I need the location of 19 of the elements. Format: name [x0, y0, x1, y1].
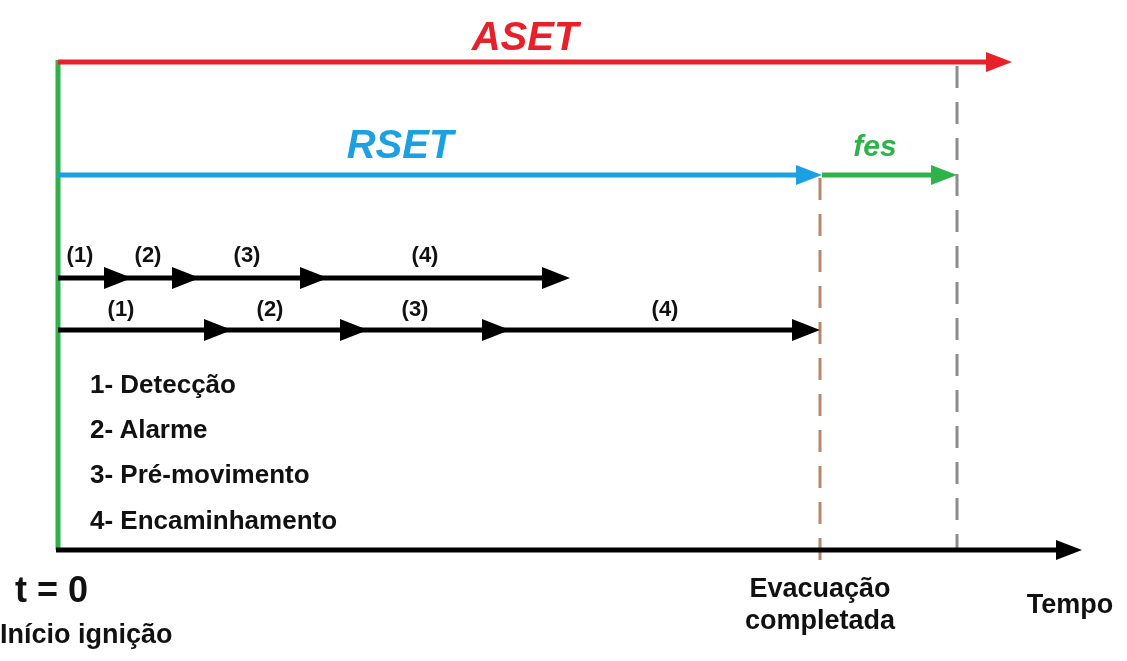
- phase-number: (4): [411, 242, 439, 269]
- phase-number: (2): [256, 296, 284, 323]
- phase-number: (2): [134, 242, 162, 269]
- phase-number: (4): [651, 296, 679, 323]
- phase-note: 2- Alarme: [90, 414, 208, 446]
- phase-number: (3): [401, 296, 429, 323]
- phase-number: (3): [233, 242, 261, 269]
- phase-number: (1): [107, 296, 135, 323]
- axis-label: Tempo: [1026, 588, 1114, 621]
- axis-label: Evacuação completada: [743, 572, 897, 637]
- axis-label: Início ignição: [0, 618, 173, 651]
- phase-number: (1): [66, 242, 94, 269]
- time-span-label: fes: [853, 128, 897, 164]
- time-span-label: ASET: [471, 13, 579, 60]
- phase-note: 4- Encaminhamento: [90, 505, 338, 537]
- phase-note: 3- Pré-movimento: [90, 459, 310, 491]
- phase-note: 1- Detecção: [90, 369, 236, 401]
- axis-label: t = 0: [15, 568, 89, 612]
- time-span-label: RSET: [346, 121, 454, 168]
